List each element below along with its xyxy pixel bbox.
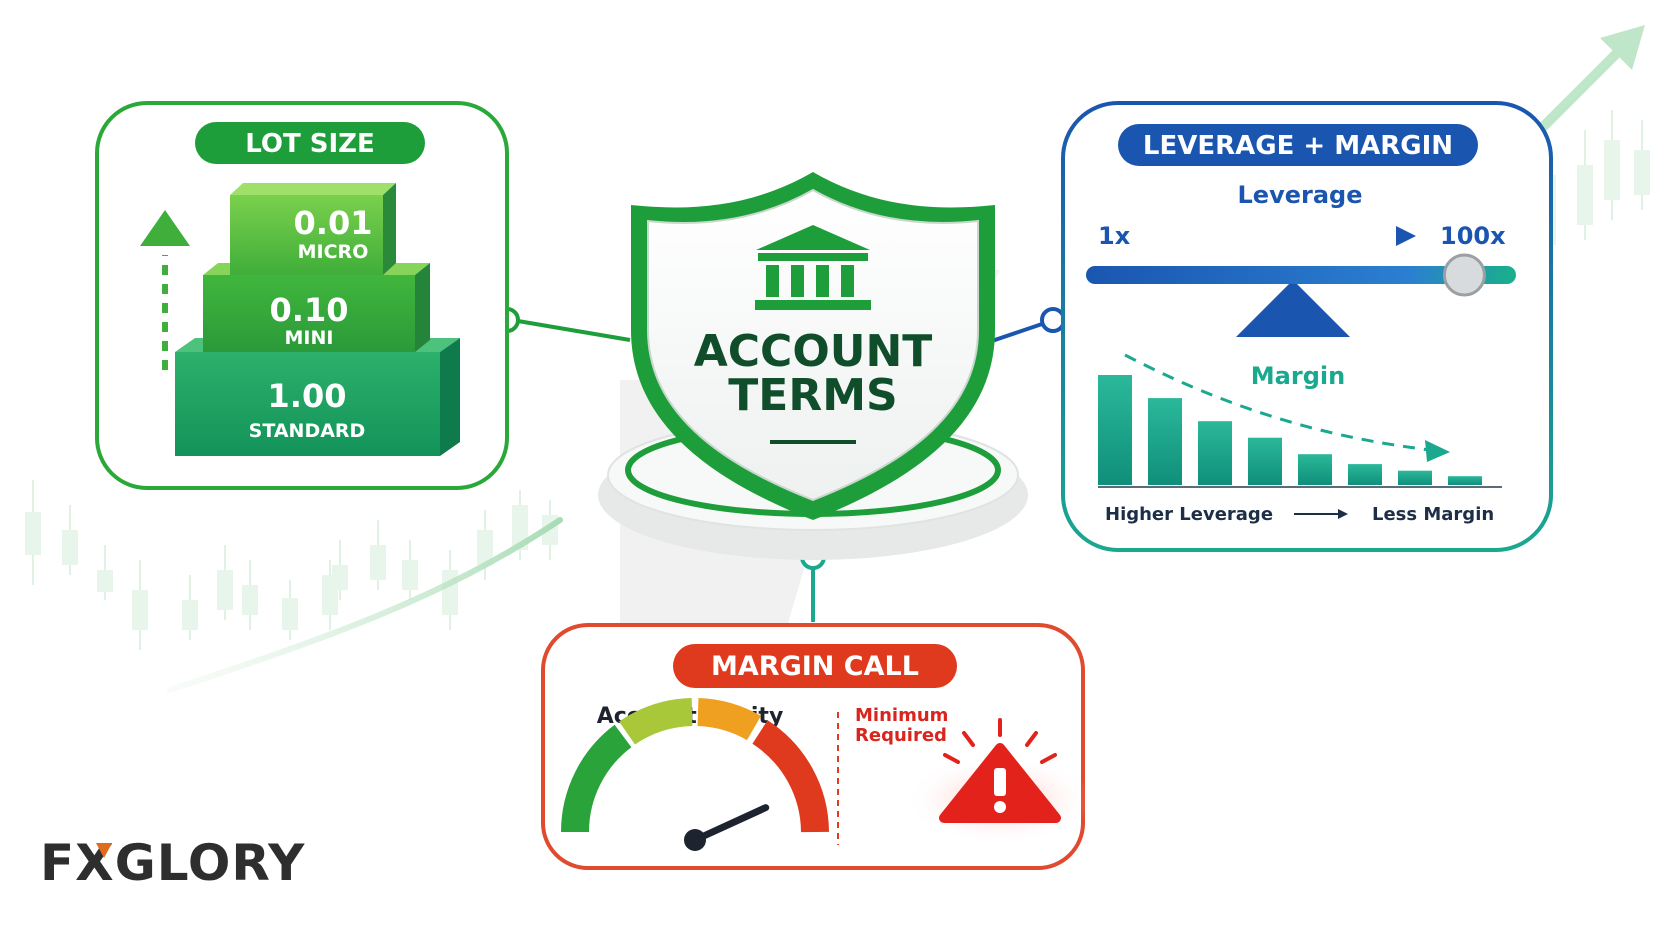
lot-size-title: LOT SIZE [245,129,375,159]
lot-tier-value-mini: 0.10 [270,291,349,329]
candle-body [132,590,148,630]
candle-body [217,570,233,610]
background-candles-left [25,480,558,650]
leverage-max-label: 100x [1440,222,1506,250]
candle-body [182,600,198,630]
lot-size-panel: LOT SIZE 1.00 STANDARD 0.10 MINI 0.0 [95,101,509,490]
candle-body [1604,140,1620,200]
lot-tier-value-micro: 0.01 [294,204,373,242]
bank-icon [755,225,871,310]
margin-bar [1248,437,1282,485]
candle-body [477,530,493,565]
margin-bar [1398,470,1432,485]
lot-tier-label-standard: STANDARD [249,420,366,442]
candle-body [332,565,348,590]
leverage-margin-title: LEVERAGE + MARGIN [1143,131,1453,161]
lot-block-standard: 1.00 STANDARD [175,338,460,456]
account-terms-title-line1: ACCOUNT [694,326,933,377]
margin-bar [1148,398,1182,485]
arrow-up-icon [140,210,190,370]
margin-bar [1448,476,1482,485]
account-terms-title-line2: TERMS [728,370,897,421]
candle-body [1577,165,1593,225]
candle-body [442,570,458,615]
connector-node-leverage [1040,307,1066,333]
minimum-required-line2: Required [855,725,947,746]
candle-body [242,585,258,615]
account-terms-shield: ACCOUNT TERMS [598,172,1028,560]
caption-higher-leverage: Higher Leverage [1105,504,1273,525]
candle-body [282,598,298,630]
gauge-pivot [684,829,706,851]
margin-bars [1098,375,1482,485]
warning-icon [939,718,1061,823]
leverage-seesaw [1086,253,1516,337]
lot-block-mini: 0.10 MINI [203,263,430,352]
lot-size-title-pill [195,122,425,164]
margin-heading: Margin [1251,362,1345,390]
svg-text:FXGLORY: FXGLORY [40,834,305,892]
leverage-margin-title-pill [1118,124,1478,166]
margin-call-title: MARGIN CALL [711,651,919,682]
candle-body [1634,150,1650,195]
candle-body [97,570,113,592]
caption-arrow [1294,509,1348,519]
gauge-needle [691,804,770,844]
leverage-direction-arrow [1180,226,1416,246]
background-candles-right [1540,110,1650,260]
brand-part1: FX [40,834,115,892]
margin-call-panel: MARGIN CALL Account Equity Minimum Requi… [541,623,1095,870]
lot-block-micro: 0.01 MICRO [230,183,396,275]
candle-body [402,560,418,590]
margin-bar [1298,454,1332,485]
margin-bar [1348,464,1382,485]
leverage-beam [1086,266,1516,284]
margin-trend-arrow [1124,353,1431,452]
candle-body [62,530,78,565]
candle-body [25,512,41,555]
leverage-min-label: 1x [1098,222,1131,250]
lot-tier-label-mini: MINI [285,327,334,349]
title-underline [770,440,856,444]
equity-gauge [561,698,829,851]
connector-lot-size [511,318,631,342]
lot-tier-value-standard: 1.00 [268,377,347,415]
margin-trend-arrowhead [1425,440,1450,462]
brand-logo: FXGLORY [40,834,305,892]
margin-bar [1198,421,1232,485]
lot-tier-label-micro: MICRO [298,241,369,263]
background-trend-arrowhead [1600,25,1645,70]
candle-body [370,545,386,580]
brand-part2: GLORY [115,834,306,892]
margin-bar [1098,375,1132,485]
minimum-required-line1: Minimum [855,705,948,726]
leverage-margin-panel: LEVERAGE + MARGIN Leverage 1x 100x Margi… [1061,101,1553,552]
background-trend-curve [167,517,563,693]
brand-accent [96,843,112,858]
leverage-heading: Leverage [1238,181,1363,209]
caption-less-margin: Less Margin [1372,504,1494,525]
leverage-slider-knob [1442,253,1486,297]
margin-call-title-pill [673,644,957,688]
candle-body [512,505,528,550]
